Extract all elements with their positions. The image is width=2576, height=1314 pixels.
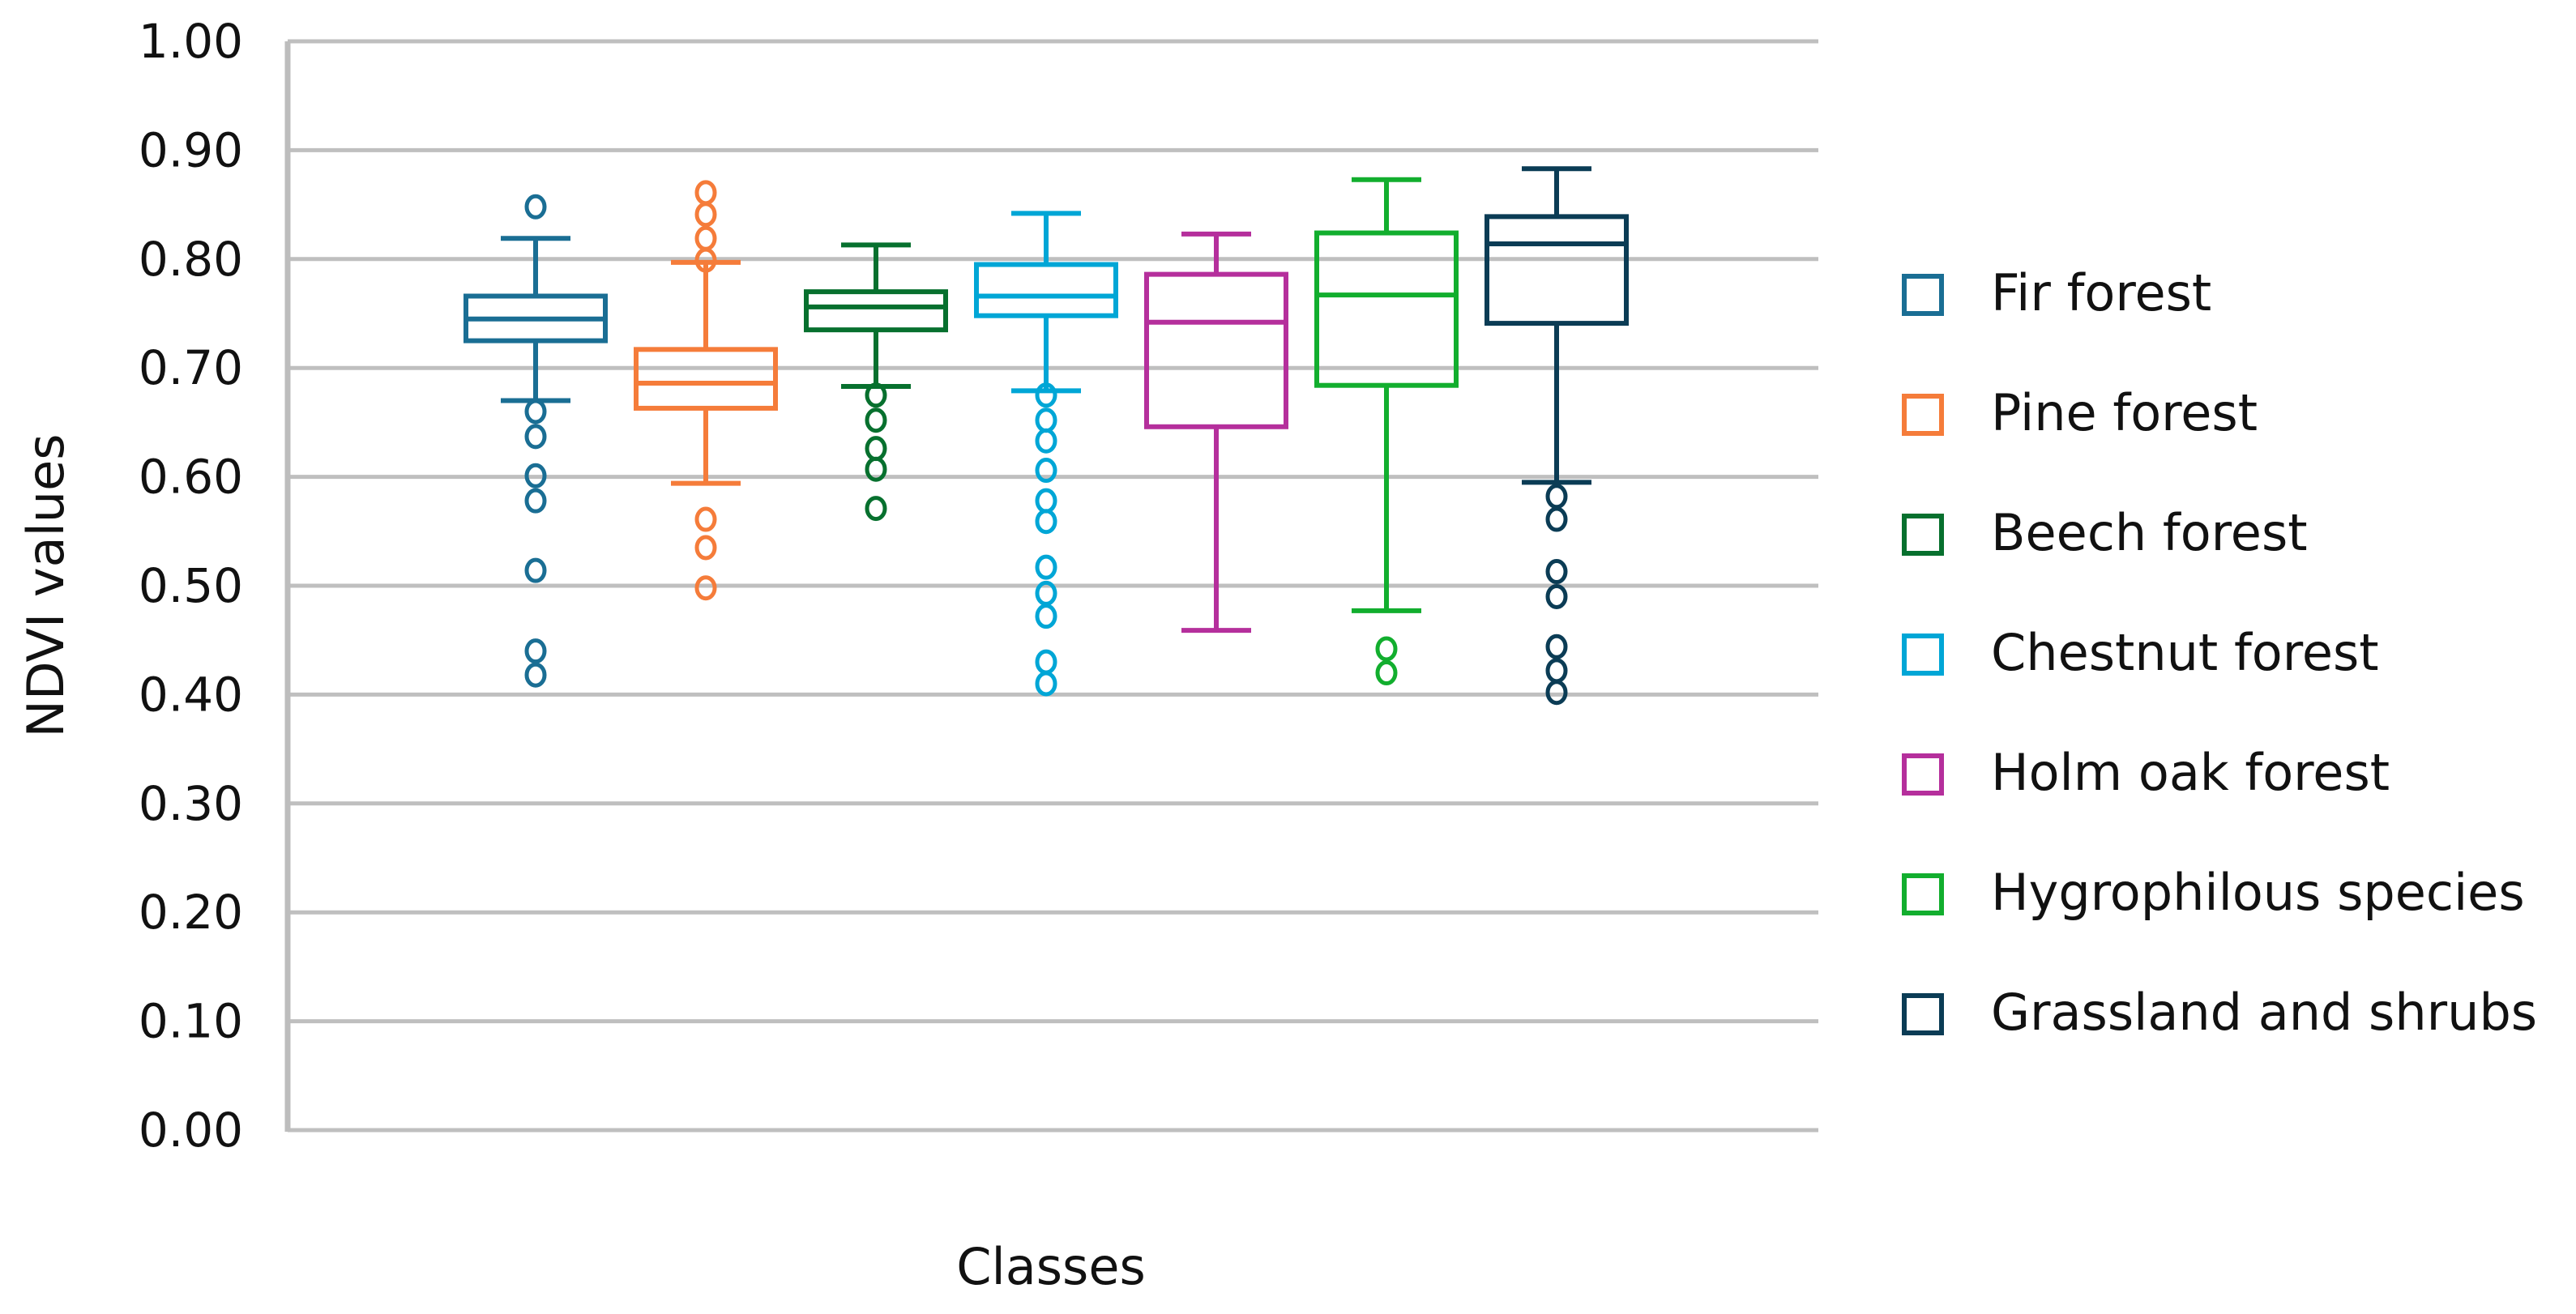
- legend-item: Pine forest: [1902, 383, 2258, 442]
- legend-label: Fir forest: [1991, 263, 2211, 322]
- y-tick-label: 0.70: [139, 340, 243, 395]
- iqr-box: [1144, 271, 1288, 429]
- outlier-point: [1035, 649, 1057, 675]
- y-tick-label: 0.40: [139, 667, 243, 722]
- y-tick-label: 0.80: [139, 232, 243, 287]
- outlier-point: [865, 382, 887, 408]
- legend-item: Grassland and shrubs: [1902, 983, 2537, 1042]
- y-tick-label: 0.20: [139, 885, 243, 940]
- box-pine-forest: [634, 180, 778, 601]
- outlier-point: [1545, 484, 1568, 510]
- box-holm-oak-forest: [1144, 231, 1288, 634]
- legend-item: Fir forest: [1902, 263, 2211, 322]
- legend-item: Beech forest: [1902, 503, 2308, 562]
- outlier-point: [524, 194, 547, 220]
- legend-swatch: [1902, 514, 1944, 556]
- legend-label: Grassland and shrubs: [1991, 983, 2537, 1042]
- outlier-point: [1545, 658, 1568, 684]
- legend-item: Chestnut forest: [1902, 623, 2379, 682]
- legend-swatch: [1902, 993, 1944, 1035]
- outlier-point: [524, 638, 547, 664]
- iqr-box: [974, 262, 1118, 318]
- legend-item: Hygrophilous species: [1902, 863, 2525, 922]
- outlier-point: [694, 180, 717, 206]
- box-hygrophilous-species: [1314, 177, 1459, 686]
- outlier-point: [1545, 583, 1568, 609]
- y-tick-label: 0.50: [139, 558, 243, 613]
- boxes: [464, 166, 1629, 706]
- outlier-point: [1035, 458, 1057, 484]
- x-axis-title: Classes: [956, 1237, 1146, 1296]
- outlier-point: [524, 662, 547, 688]
- outlier-point: [1545, 680, 1568, 706]
- outlier-point: [1035, 671, 1057, 697]
- legend-swatch: [1902, 394, 1944, 436]
- iqr-box: [804, 289, 948, 333]
- outlier-point: [865, 407, 887, 433]
- outlier-point: [524, 463, 547, 488]
- legend-label: Chestnut forest: [1991, 623, 2379, 682]
- outlier-point: [524, 557, 547, 583]
- outlier-point: [1545, 506, 1568, 532]
- box-grassland-and-shrubs: [1485, 166, 1629, 706]
- outlier-point: [1545, 634, 1568, 659]
- legend-swatch: [1902, 873, 1944, 915]
- outlier-point: [865, 456, 887, 482]
- outlier-point: [1375, 660, 1398, 686]
- y-tick-label: 0.10: [139, 994, 243, 1049]
- y-tick-label: 0.90: [139, 122, 243, 177]
- outlier-point: [865, 496, 887, 522]
- iqr-box: [1314, 230, 1459, 388]
- outlier-point: [694, 535, 717, 561]
- legend-swatch: [1902, 274, 1944, 316]
- legend-swatch: [1902, 753, 1944, 796]
- outlier-point: [1035, 604, 1057, 629]
- legend-label: Pine forest: [1991, 383, 2258, 442]
- legend-item: Holm oak forest: [1902, 743, 2390, 802]
- outlier-point: [1035, 382, 1057, 408]
- legend-label: Holm oak forest: [1991, 743, 2390, 802]
- outlier-point: [1035, 554, 1057, 580]
- y-tick-labels: 0.00 0.10 0.20 0.30 0.40 0.50 0.60 0.70 0.80 0.90…: [139, 14, 243, 1158]
- outlier-point: [694, 575, 717, 601]
- outlier-point: [1035, 509, 1057, 535]
- outlier-point: [524, 399, 547, 424]
- y-tick-label: 1.00: [139, 14, 243, 69]
- box-chestnut-forest: [974, 211, 1118, 697]
- y-tick-label: 0.30: [139, 776, 243, 831]
- outlier-point: [524, 488, 547, 514]
- outlier-point: [1545, 559, 1568, 585]
- iqr-box: [634, 347, 778, 411]
- y-tick-label: 0.60: [139, 450, 243, 505]
- y-axis-title: NDVI values: [16, 433, 75, 737]
- y-tick-label: 0.00: [139, 1103, 243, 1158]
- outlier-point: [1035, 428, 1057, 454]
- outlier-point: [694, 202, 717, 228]
- legend-label: Hygrophilous species: [1991, 863, 2525, 922]
- outlier-point: [1035, 488, 1057, 514]
- outlier-point: [694, 247, 717, 273]
- outlier-point: [865, 436, 887, 462]
- outlier-point: [1375, 636, 1398, 662]
- outlier-point: [1035, 407, 1057, 433]
- legend-swatch: [1902, 634, 1944, 676]
- outlier-point: [524, 424, 547, 450]
- legend-label: Beech forest: [1991, 503, 2308, 562]
- box-fir-forest: [464, 194, 608, 688]
- box-beech-forest: [804, 242, 948, 522]
- outlier-point: [694, 506, 717, 532]
- iqr-box: [1485, 214, 1629, 326]
- outlier-point: [694, 225, 717, 251]
